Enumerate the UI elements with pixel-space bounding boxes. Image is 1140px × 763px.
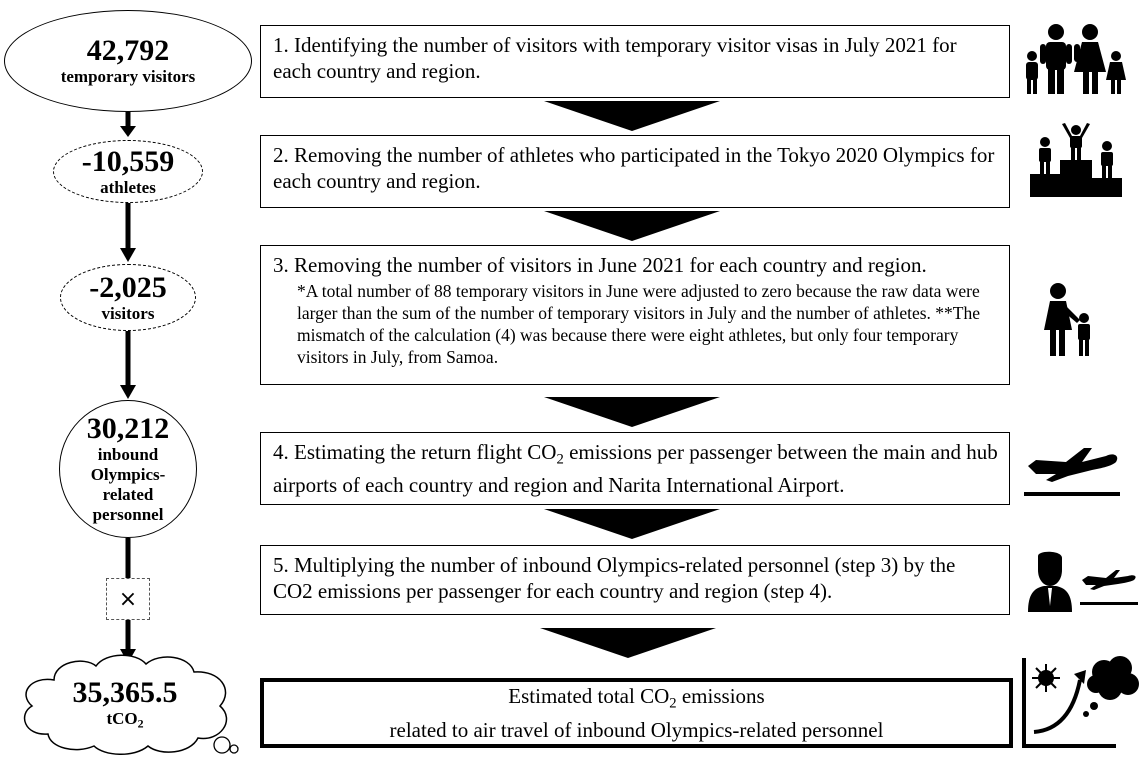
node-number: -2,025 xyxy=(89,270,167,304)
final-result-box: Estimated total CO2 emissions related to… xyxy=(260,678,1013,748)
node-label: temporary visitors xyxy=(60,67,196,86)
podium-icon xyxy=(1030,123,1122,197)
node-label: athletes xyxy=(100,177,156,197)
final-line-2: related to air travel of inbound Olympic… xyxy=(389,717,884,742)
airplane-takeoff-icon xyxy=(1024,448,1120,496)
businessman-airplane-icon xyxy=(1028,551,1138,612)
down-chevron xyxy=(544,509,720,539)
node-visitors: -2,025 visitors xyxy=(60,264,196,331)
down-chevron xyxy=(544,397,720,427)
step-text: 2. Removing the number of athletes who p… xyxy=(273,143,995,193)
node-number: 42,792 xyxy=(86,34,170,67)
step-5-box: 5. Multiplying the number of inbound Oly… xyxy=(260,545,1010,615)
node-number: -10,559 xyxy=(81,144,175,178)
step-1-box: 1. Identifying the number of visitors wi… xyxy=(260,25,1010,98)
node-number: 30,212 xyxy=(86,412,170,445)
node-label-line: related xyxy=(102,485,154,504)
node-unit: tCO2 xyxy=(106,708,144,731)
step-text: 1. Identifying the number of visitors wi… xyxy=(273,33,957,83)
parent-child-icon xyxy=(1044,283,1090,356)
final-line-1: Estimated total CO2 emissions xyxy=(508,684,765,712)
node-label-line: Olympics- xyxy=(90,465,166,484)
node-label-line: inbound xyxy=(97,445,159,464)
flow-arrows xyxy=(120,112,136,663)
family-icon xyxy=(1026,24,1126,94)
down-chevron xyxy=(540,628,716,658)
multiply-symbol: × xyxy=(118,586,138,612)
step-4-box: 4. Estimating the return flight CO2 emis… xyxy=(260,432,1010,505)
multiply-operator-box: × xyxy=(106,578,150,620)
step-2-box: 2. Removing the number of athletes who p… xyxy=(260,135,1010,208)
step-text: 4. Estimating the return flight CO2 emis… xyxy=(273,440,998,498)
node-athletes: -10,559 athletes xyxy=(53,140,203,203)
step-note: *A total number of 88 temporary visitors… xyxy=(297,281,980,367)
step-text: 3. Removing the number of visitors in Ju… xyxy=(273,253,927,277)
step-3-box: 3. Removing the number of visitors in Ju… xyxy=(260,245,1010,385)
rising-emissions-icon xyxy=(1022,656,1139,748)
step-text: 5. Multiplying the number of inbound Oly… xyxy=(273,553,956,603)
node-label-line: personnel xyxy=(92,505,164,524)
down-chevron xyxy=(544,211,720,241)
down-chevron xyxy=(544,101,720,131)
node-label: visitors xyxy=(101,303,155,323)
node-total-emissions: 35,365.5 tCO2 xyxy=(20,660,230,750)
node-temporary-visitors: 42,792 temporary visitors xyxy=(4,10,252,112)
node-number: 35,365.5 xyxy=(72,675,178,709)
cloud-shape xyxy=(23,654,239,755)
node-inbound-personnel: 30,212 inbound Olympics- related personn… xyxy=(59,400,197,538)
